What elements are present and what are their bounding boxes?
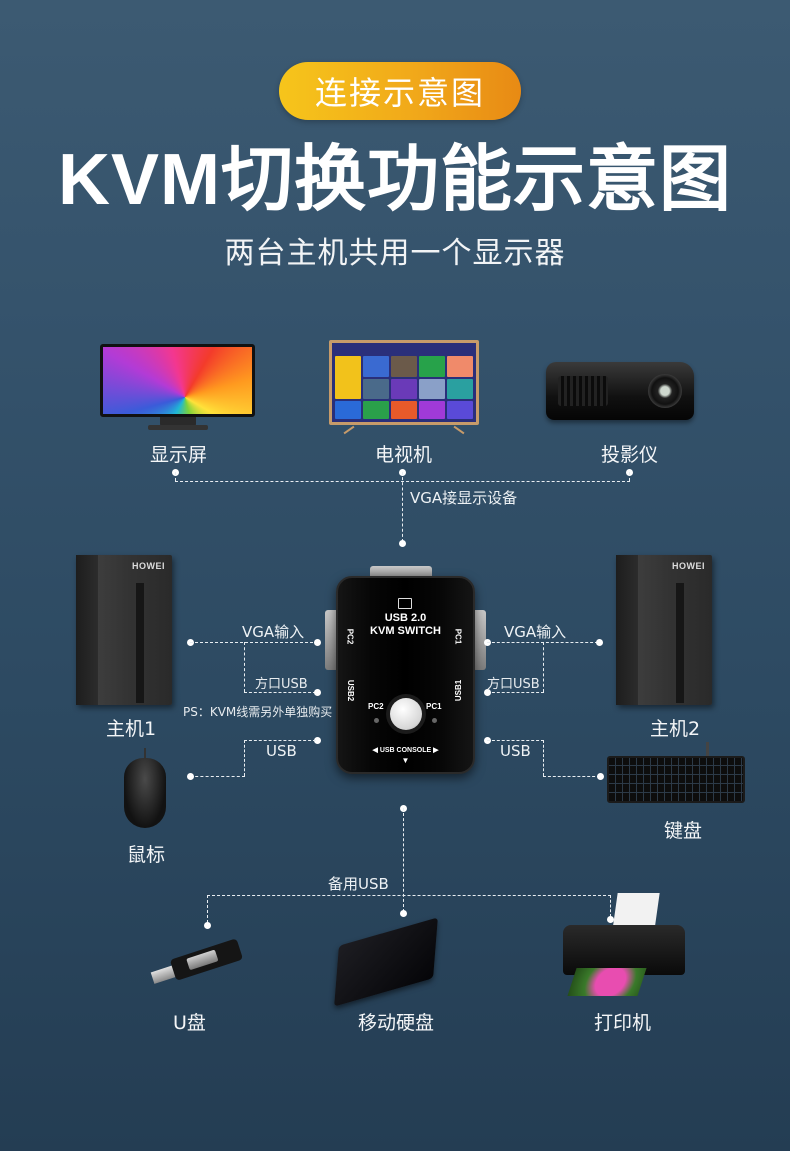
projector-lens xyxy=(648,374,682,408)
square-usb-line-left-h xyxy=(244,692,316,693)
host2-label: 主机2 xyxy=(650,718,701,740)
monitor-base xyxy=(148,425,208,430)
vga-port-left xyxy=(325,610,338,670)
switch-button[interactable] xyxy=(390,698,422,730)
kvm-port-label-right: PC1 xyxy=(453,628,463,645)
usb-drive-icon xyxy=(148,935,245,992)
spare-usb-label: 备用USB xyxy=(328,875,389,893)
connector-dot xyxy=(204,922,211,929)
usb-line-right-top xyxy=(487,740,544,741)
connector-dot xyxy=(314,639,321,646)
hdd-label: 移动硬盘 xyxy=(358,1012,435,1034)
page-subtitle: 两台主机共用一个显示器 xyxy=(224,236,566,271)
square-usb-line-right xyxy=(543,642,544,692)
host1-tower-icon: HOWEI xyxy=(76,555,172,705)
host2-brand: HOWEI xyxy=(672,561,705,571)
page-title: KVM切换功能示意图 xyxy=(58,140,732,220)
kvm-label-line2: KVM SWITCH xyxy=(370,625,441,637)
square-usb-label-left: 方口USB xyxy=(255,677,308,692)
connector-dot xyxy=(607,916,614,923)
connector-line xyxy=(175,472,176,481)
kvm-console-label: ◀ USB CONSOLE ▶ xyxy=(372,747,439,754)
hdd-icon xyxy=(334,917,438,1007)
square-usb-label-right: 方口USB xyxy=(487,677,540,692)
connector-dot xyxy=(399,540,406,547)
arrow-down-icon: ▼ xyxy=(401,756,410,765)
usb-line-left-top xyxy=(244,740,316,741)
vga-display-label: VGA接显示设备 xyxy=(410,489,518,507)
connector-dot xyxy=(400,910,407,917)
connector-dot xyxy=(314,689,321,696)
projector-label: 投影仪 xyxy=(601,444,659,466)
kvm-body: USB 2.0 KVM SWITCH PC2 PC1 USB2 USB1 PC2… xyxy=(336,576,475,774)
arrow-right-icon: ▶ xyxy=(431,747,439,754)
monitor-stand xyxy=(160,417,196,427)
square-usb-line-left xyxy=(244,642,245,692)
usb-label-right: USB xyxy=(500,742,531,760)
monitor-icon xyxy=(100,344,255,417)
keyboard-label: 键盘 xyxy=(664,820,703,842)
usb-line-left-bottom xyxy=(190,776,245,777)
usb-line-right-v xyxy=(543,740,544,776)
square-usb-line-right-h xyxy=(487,692,544,693)
section-badge: 连接示意图 xyxy=(279,62,521,120)
tv-leg-right xyxy=(453,425,465,435)
kvm-usb-label-right: USB1 xyxy=(454,679,464,702)
led-pc2-icon xyxy=(374,718,379,723)
kvm-usb-label-left: USB2 xyxy=(346,679,356,702)
spare-usb-bus-line xyxy=(207,895,611,896)
connector-dot xyxy=(484,689,491,696)
vga-input-label-left: VGA输入 xyxy=(242,623,305,641)
kvm-label-line1: USB 2.0 xyxy=(384,612,427,624)
usb-line-right-bottom xyxy=(543,776,600,777)
vga-port-right xyxy=(473,610,486,670)
printer-photo xyxy=(567,968,647,996)
vga-out-line xyxy=(402,472,403,542)
connector-line xyxy=(629,472,630,481)
kvm-led-label-right: PC1 xyxy=(426,702,442,711)
spare-usb-line-right xyxy=(610,895,611,917)
connector-dot xyxy=(597,773,604,780)
keyboard-cable xyxy=(706,742,709,758)
host2-tower-icon: HOWEI xyxy=(616,555,712,705)
usb-drive-label: U盘 xyxy=(173,1012,206,1034)
projector-icon xyxy=(546,362,694,420)
mouse-icon xyxy=(124,758,166,828)
tv-label: 电视机 xyxy=(375,444,433,466)
vga-input-line-right xyxy=(487,642,598,643)
led-pc1-icon xyxy=(432,718,437,723)
host1-brand: HOWEI xyxy=(132,561,165,571)
connector-dot xyxy=(187,773,194,780)
connector-dot xyxy=(596,639,603,646)
arrow-left-icon: ◀ xyxy=(372,747,380,754)
keyboard-icon xyxy=(607,756,745,803)
kvm-port-label-left: PC2 xyxy=(345,628,355,645)
tv-leg-left xyxy=(343,425,355,435)
spare-usb-line xyxy=(403,808,404,912)
projector-vent xyxy=(558,376,608,406)
kvm-led-label-left: PC2 xyxy=(368,702,384,711)
vga-input-line-left xyxy=(190,642,318,643)
printer-label: 打印机 xyxy=(594,1012,652,1034)
tv-icon xyxy=(329,340,479,425)
vga-input-label-right: VGA输入 xyxy=(504,623,567,641)
spare-usb-line-left xyxy=(207,895,208,923)
usb-label-left: USB xyxy=(266,742,297,760)
connector-dot xyxy=(314,737,321,744)
usb-line-left-v xyxy=(244,740,245,776)
mouse-label: 鼠标 xyxy=(127,844,166,866)
printer-body xyxy=(563,925,685,975)
usb-port-icon xyxy=(398,598,412,609)
monitor-label: 显示屏 xyxy=(150,444,208,466)
kvm-cable-note: PS：KVM线需另外单独购买 xyxy=(183,705,333,719)
section-badge-text: 连接示意图 xyxy=(314,74,485,112)
mouse-cable xyxy=(144,748,146,760)
host1-label: 主机1 xyxy=(106,718,157,740)
